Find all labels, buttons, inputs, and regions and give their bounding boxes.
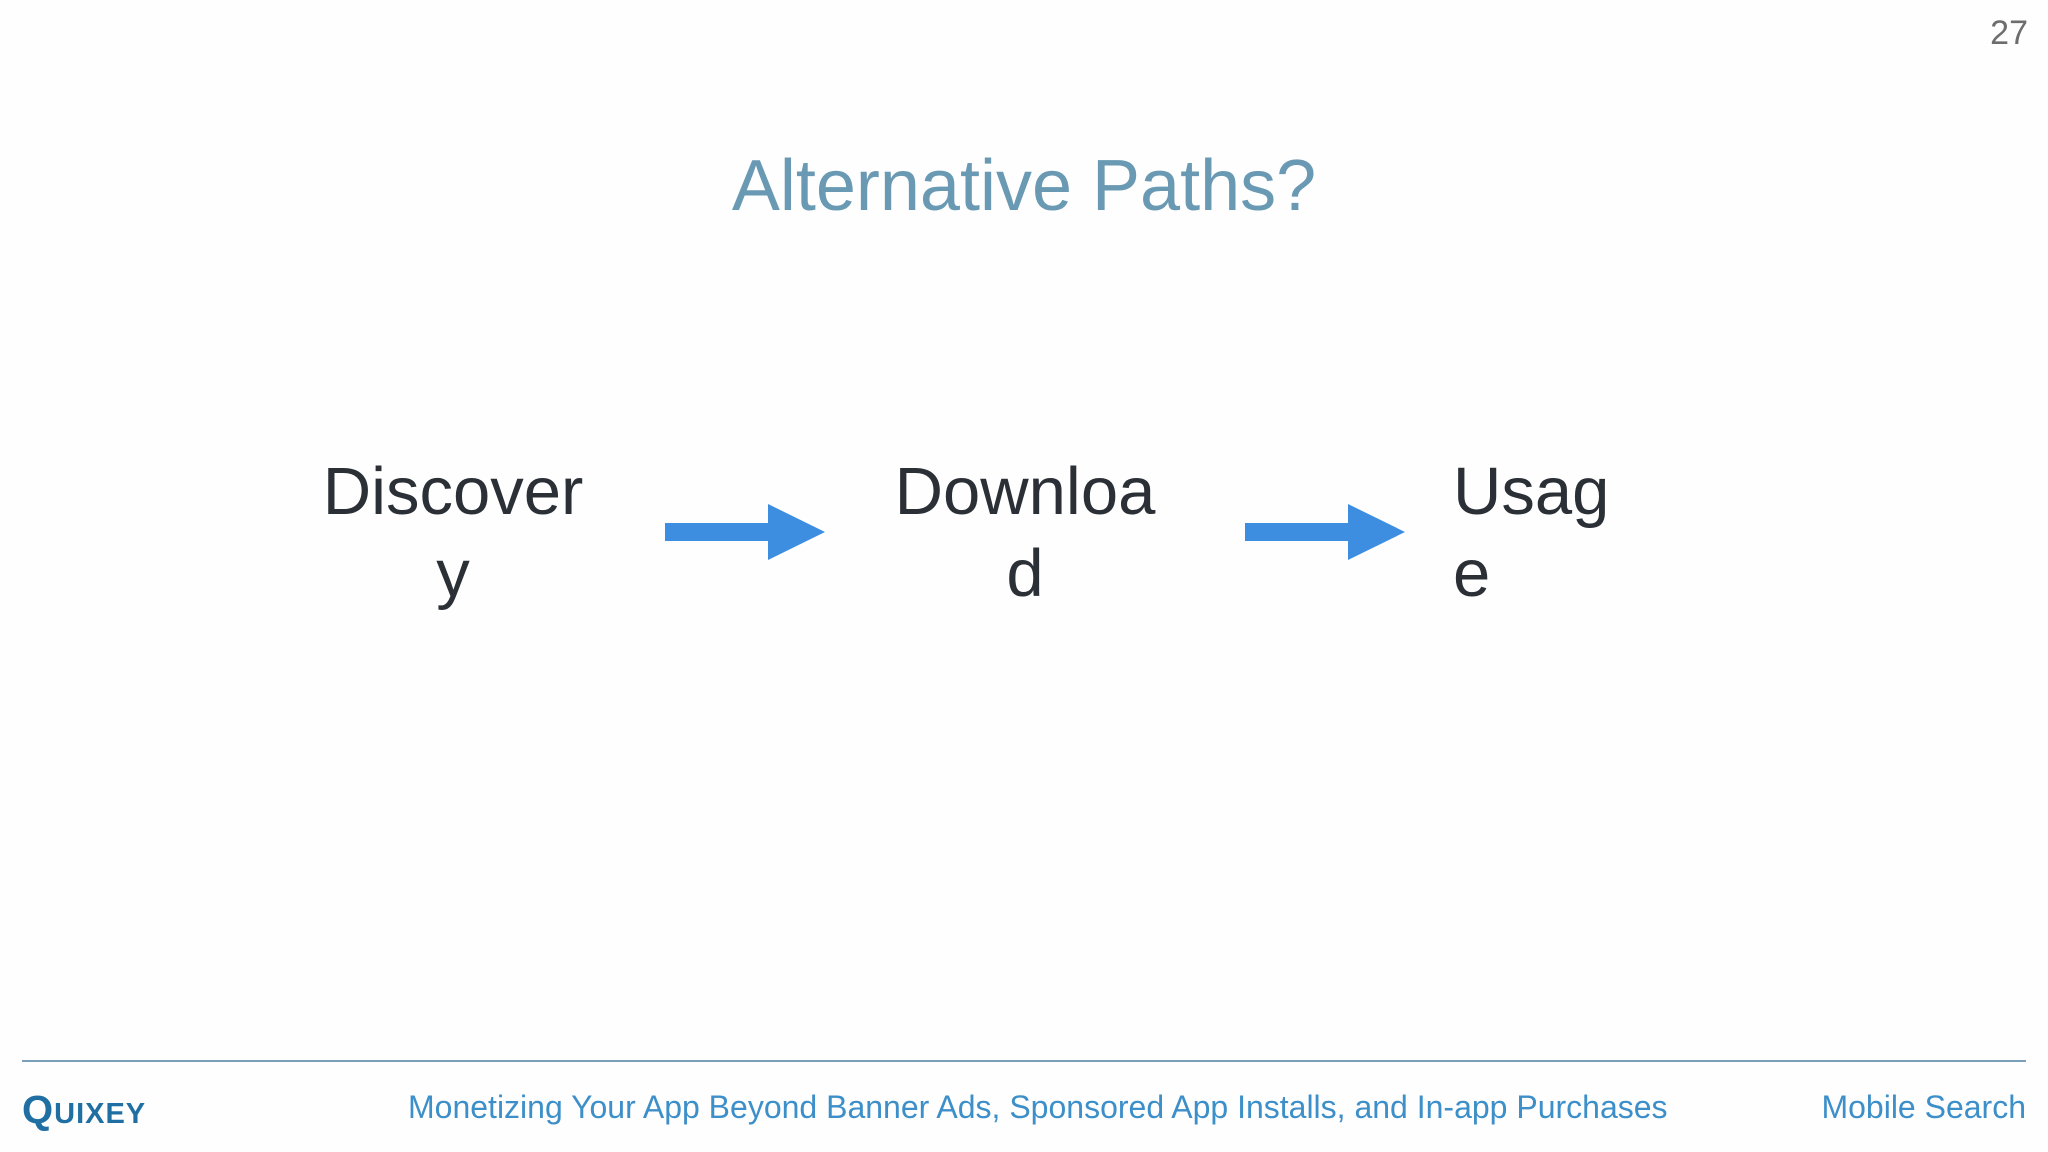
quixey-logo: QUIXEY <box>22 1088 146 1133</box>
footer-presentation-title: Monetizing Your App Beyond Banner Ads, S… <box>408 1089 1668 1125</box>
slide-title: Alternative Paths? <box>731 146 1317 226</box>
step-download: Downloa d <box>890 451 1160 615</box>
step-usage-line-1: Usag <box>1453 454 1610 529</box>
logo-rest: UIXEY <box>54 1098 147 1130</box>
step-download-line-2: d <box>1006 536 1044 611</box>
step-discovery-line-1: Discover <box>322 454 584 529</box>
step-discovery-line-2: y <box>436 536 470 611</box>
footer-section-name: Mobile Search <box>1821 1089 2026 1125</box>
page-number: 27 <box>1990 14 2028 52</box>
logo-initial: Q <box>22 1088 55 1132</box>
right-arrow-icon <box>1245 504 1405 560</box>
step-usage: Usag e <box>1453 451 1633 615</box>
footer-divider <box>22 1060 2026 1062</box>
step-discovery: Discover y <box>318 451 588 615</box>
step-usage-line-2: e <box>1453 536 1491 611</box>
step-download-line-1: Downloa <box>894 454 1156 529</box>
right-arrow-icon <box>665 504 825 560</box>
